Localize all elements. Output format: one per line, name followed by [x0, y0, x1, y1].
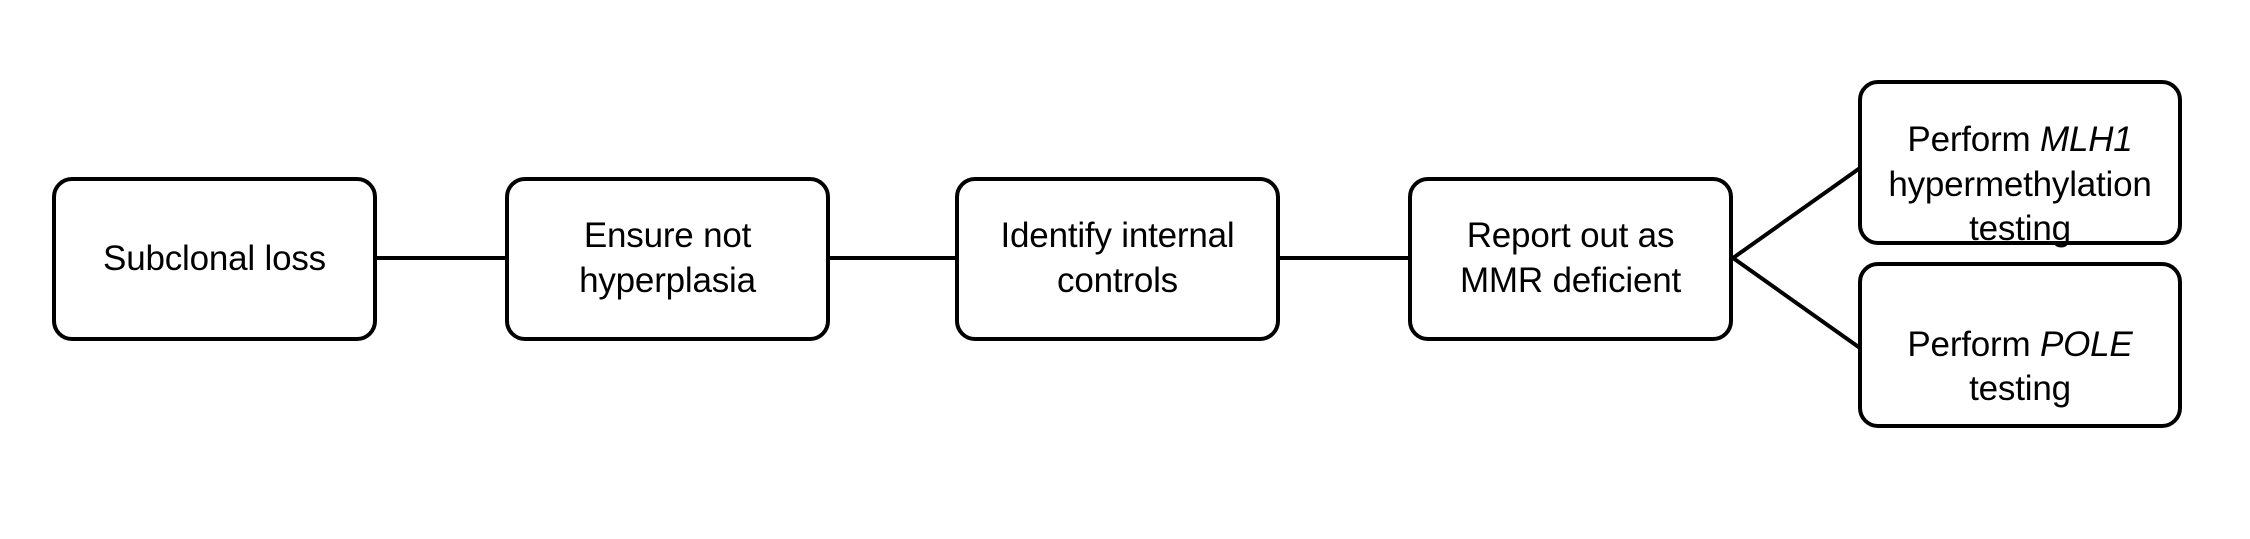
edge-report-mmr-deficient-to-mlh1-hypermethylation: [1731, 166, 1862, 260]
node-ensure-not-hyperplasia[interactable]: Ensure not hyperplasia: [505, 177, 830, 341]
node-identify-internal-controls-label: Identify internal controls: [1000, 216, 1235, 300]
node-pole-testing-label: Perform POLE testing: [1862, 278, 2178, 412]
node-pole-prefix: Perform: [1907, 324, 2040, 364]
node-mlh1-suffix: hypermethylation testing: [1888, 164, 2152, 249]
node-report-mmr-deficient-label: Report out as MMR deficient: [1459, 216, 1682, 300]
edge-report-mmr-deficient-to-pole-testing: [1731, 256, 1862, 350]
gene-name-pole: POLE: [2040, 324, 2133, 364]
node-report-mmr-deficient[interactable]: Report out as MMR deficient: [1408, 177, 1733, 341]
node-mlh1-hypermethylation-label: Perform MLH1 hypermethylation testing: [1862, 73, 2178, 252]
node-subclonal-loss[interactable]: Subclonal loss: [52, 177, 377, 341]
node-mlh1-prefix: Perform: [1907, 119, 2041, 159]
node-identify-internal-controls[interactable]: Identify internal controls: [955, 177, 1280, 341]
gene-name-mlh1: MLH1: [2040, 119, 2133, 159]
node-pole-suffix: testing: [1969, 369, 2071, 409]
node-pole-testing[interactable]: Perform POLE testing: [1858, 262, 2182, 428]
node-subclonal-loss-label: Subclonal loss: [103, 238, 326, 278]
node-ensure-not-hyperplasia-label: Ensure not hyperplasia: [579, 216, 756, 300]
node-mlh1-hypermethylation[interactable]: Perform MLH1 hypermethylation testing: [1858, 80, 2182, 248]
